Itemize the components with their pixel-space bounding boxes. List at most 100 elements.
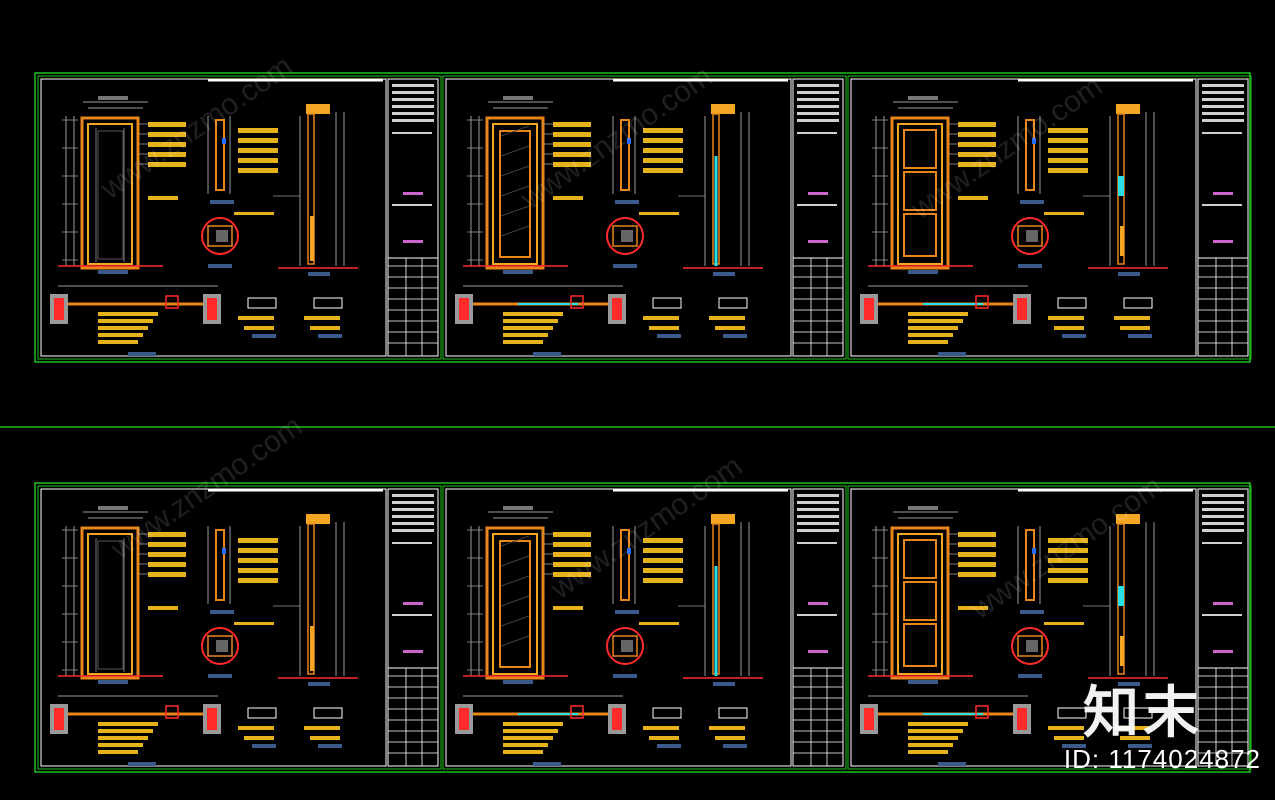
annotation-label — [238, 726, 274, 730]
annotation-label — [553, 142, 591, 147]
drawing-tag — [1128, 744, 1152, 748]
detail-profile — [207, 225, 233, 247]
title-block-text-line — [797, 119, 839, 122]
title-block-border — [792, 488, 844, 767]
plan-section — [455, 695, 626, 766]
small-section-profile — [1123, 297, 1153, 309]
title-block-text-line — [392, 132, 432, 134]
drawing-tag — [1018, 674, 1042, 678]
drawing-tag — [1128, 334, 1152, 338]
annotation-label — [238, 558, 278, 563]
title-block-text-line — [392, 119, 434, 122]
title-block-accent — [403, 240, 423, 243]
section-marker — [222, 138, 226, 144]
small-sections — [1048, 707, 1153, 748]
door-elevation — [868, 96, 996, 274]
detail-circle — [201, 627, 239, 665]
diagonal-watermark: www.znzmo.com — [904, 70, 1108, 227]
detail-circle — [201, 217, 239, 255]
annotation-label — [98, 722, 158, 726]
side-section — [207, 116, 278, 204]
drawing-tag — [208, 264, 232, 268]
annotation-label — [553, 152, 591, 157]
wall-core — [207, 708, 217, 730]
detail-hatch — [216, 230, 228, 242]
dimension-text — [98, 506, 128, 510]
side-section — [612, 526, 683, 614]
drawing-tag — [503, 270, 533, 274]
head-detail — [711, 514, 735, 524]
door-frame — [80, 116, 140, 270]
annotation-label — [553, 132, 591, 137]
annotation-label — [709, 316, 745, 320]
jamb-infill — [1120, 226, 1124, 256]
small-section-profile — [718, 707, 748, 719]
glass-hatch — [500, 165, 530, 177]
section-marker — [1032, 138, 1036, 144]
hinge-detail — [570, 705, 584, 719]
annotation-label — [304, 316, 340, 320]
annotation-label — [908, 326, 958, 330]
drawing-tag — [318, 744, 342, 748]
title-block-text-line — [1202, 515, 1244, 518]
title-block-accent — [808, 240, 828, 243]
drawing-tag — [908, 680, 938, 684]
annotation-label — [643, 158, 683, 163]
drawing-tag — [723, 334, 747, 338]
glass-hatch — [500, 635, 530, 647]
annotation-label — [503, 750, 543, 754]
annotation-label — [234, 212, 274, 215]
drawing-tag — [713, 272, 735, 276]
title-block-accent — [808, 650, 828, 653]
wall-core — [612, 298, 622, 320]
title-block-text-line — [1202, 204, 1242, 206]
drawing-tag — [208, 674, 232, 678]
annotation-label — [958, 606, 988, 610]
head-detail — [711, 104, 735, 114]
title-block-accent — [403, 192, 423, 195]
title-block-text-line — [797, 494, 839, 497]
door-elevation — [58, 506, 186, 684]
annotation-label — [643, 168, 683, 173]
door-glass-panel — [499, 540, 531, 668]
title-block-border — [387, 488, 439, 767]
hinge-detail — [975, 295, 989, 309]
annotation-label — [1120, 326, 1150, 330]
title-block-accent — [1213, 602, 1233, 605]
annotation-label — [553, 542, 591, 547]
annotation-label — [503, 340, 543, 344]
annotation-label — [643, 568, 683, 573]
annotation-label — [643, 726, 679, 730]
title-block-text-line — [392, 614, 432, 616]
head-detail — [306, 514, 330, 524]
drawing-tag — [318, 334, 342, 338]
annotation-label — [715, 736, 745, 740]
row-frame-1 — [34, 72, 1251, 363]
door-frame — [890, 526, 950, 680]
side-section — [612, 116, 683, 204]
door-frame — [890, 116, 950, 270]
title-block-text-line — [392, 508, 434, 511]
annotation-label — [908, 729, 963, 733]
wall-core — [1017, 708, 1027, 730]
detail-callout — [606, 622, 679, 678]
small-sections — [643, 707, 748, 748]
vertical-section — [678, 514, 763, 686]
small-section-profile — [313, 707, 343, 719]
annotation-label — [958, 532, 996, 537]
annotation-label — [238, 578, 278, 583]
wall-core — [459, 708, 469, 730]
door-leaf — [897, 533, 943, 675]
annotation-label — [1054, 326, 1084, 330]
annotation-label — [238, 316, 274, 320]
detail-profile — [207, 635, 233, 657]
annotation-label — [958, 152, 996, 157]
detail-hatch — [1026, 230, 1038, 242]
door-panel-top — [903, 539, 937, 579]
drawing-tag — [210, 610, 234, 614]
title-block-border — [1197, 488, 1249, 767]
detail-profile — [612, 225, 638, 247]
annotation-label — [715, 326, 745, 330]
annotation-label — [1048, 538, 1088, 543]
